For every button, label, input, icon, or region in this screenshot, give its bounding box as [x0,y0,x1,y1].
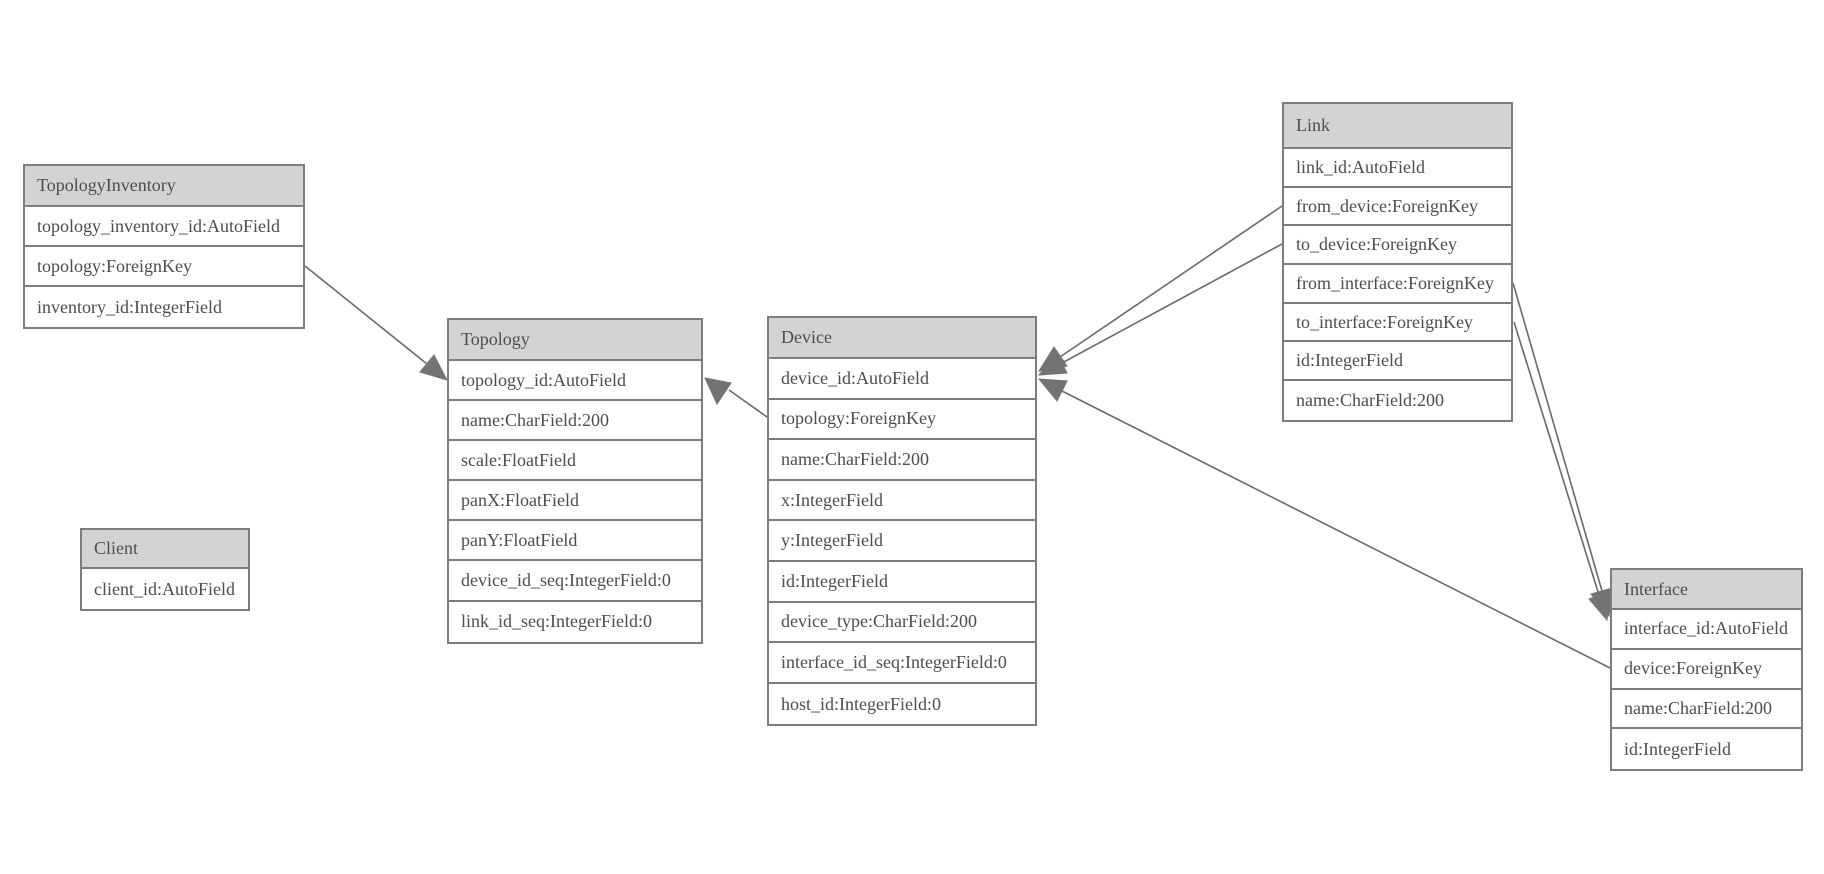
edge-line [1059,205,1283,358]
table-field-row: device_type:CharField:200 [769,602,1035,644]
edge-interface-device [1037,378,1611,669]
table-field-row: link_id:AutoField [1284,149,1511,188]
table-field-row: y:IntegerField [769,521,1035,562]
table-field-row: from_device:ForeignKey [1284,187,1511,227]
edge-link-to-device [1037,243,1283,376]
edge-line [1512,282,1603,592]
table-title: Client [82,530,248,569]
edge-line [304,265,428,365]
table-title: Link [1284,104,1511,149]
table-field-row: name:CharField:200 [1612,689,1801,730]
edge-line [1061,243,1283,364]
table-field-row: device:ForeignKey [1612,649,1801,690]
table-field-row: to_device:ForeignKey [1284,226,1511,266]
table-field-row: interface_id:AutoField [1612,610,1801,650]
table-field-row: name:CharField:200 [769,440,1035,481]
table-field-row: device_id_seq:IntegerField:0 [449,561,701,602]
edge-arrowhead [1588,591,1611,622]
table-field-row: scale:FloatField [449,441,701,482]
edge-device-topology [704,377,768,418]
table-title: TopologyInventory [25,166,303,207]
table-field-row: inventory_id:IntegerField [25,287,303,327]
edge-topologyinventory-topology [304,265,448,381]
table-field-row: to_interface:ForeignKey [1284,303,1511,343]
table-field-row: id:IntegerField [1284,342,1511,382]
table-field-row: panY:FloatField [449,521,701,562]
table-field-row: x:IntegerField [769,480,1035,522]
table-field-row: client_id:AutoField [82,569,248,609]
edge-arrowhead [1037,352,1068,376]
table-field-row: host_id:IntegerField:0 [769,683,1035,725]
table-title: Interface [1612,570,1801,610]
table-title: Topology [449,320,701,361]
edge-link-to-interface [1513,321,1611,622]
table-field-row: interface_id_seq:IntegerField:0 [769,643,1035,684]
table-field-row: id:IntegerField [769,561,1035,603]
edge-arrowhead [1037,378,1068,402]
table-field-row: link_id_seq:IntegerField:0 [449,601,701,642]
table-field-row: from_interface:ForeignKey [1284,265,1511,304]
edge-line [1513,321,1600,596]
edge-link-from-interface [1512,282,1613,618]
edge-link-from-device [1037,205,1283,372]
table-field-row: topology:ForeignKey [769,399,1035,441]
edge-line [1061,390,1611,669]
table-title: Device [769,318,1035,359]
table-field-row: name:CharField:200 [1284,381,1511,420]
table-field-row: device_id:AutoField [769,359,1035,400]
edge-arrowhead [419,354,448,381]
table-field-row: topology:ForeignKey [25,247,303,287]
edge-arrowhead [704,377,732,406]
table-field-row: topology_id:AutoField [449,361,701,402]
edge-line [728,389,768,418]
table-field-row: name:CharField:200 [449,401,701,442]
table-field-row: id:IntegerField [1612,729,1801,769]
table-field-row: topology_inventory_id:AutoField [25,207,303,247]
table-field-row: panX:FloatField [449,481,701,522]
